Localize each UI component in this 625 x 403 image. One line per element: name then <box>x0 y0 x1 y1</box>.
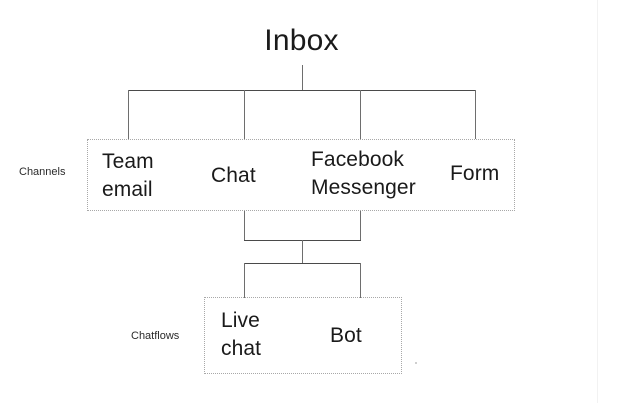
node-team-email: Team email <box>102 150 154 202</box>
connector-riser-right <box>360 211 361 241</box>
node-live-chat: Live chat <box>221 309 262 361</box>
page-divider <box>597 0 598 403</box>
connector-root-stem <box>302 65 303 91</box>
connector-center-stem <box>302 240 303 264</box>
connector-riser-left <box>244 211 245 241</box>
connector-channels-bus <box>128 90 476 91</box>
node-bot: Bot <box>330 324 362 347</box>
group-box-chatflows <box>204 297 402 374</box>
group-label-chatflows: Chatflows <box>131 330 180 342</box>
connector-drop-bot <box>360 263 361 298</box>
group-label-channels: Channels <box>19 166 66 178</box>
connector-drop-facebook-messenger <box>360 90 361 139</box>
connector-drop-team-email <box>128 90 129 139</box>
node-form: Form <box>450 162 500 185</box>
connector-drop-chat <box>244 90 245 139</box>
root-node-inbox: Inbox <box>264 24 339 57</box>
connector-fan-bar <box>244 263 361 264</box>
connector-drop-form <box>475 90 476 139</box>
node-facebook-messenger: Facebook Messenger <box>311 148 416 200</box>
artifact-speck <box>415 362 417 364</box>
connector-drop-live-chat <box>244 263 245 298</box>
group-box-channels <box>87 139 515 211</box>
node-chat: Chat <box>211 164 256 187</box>
